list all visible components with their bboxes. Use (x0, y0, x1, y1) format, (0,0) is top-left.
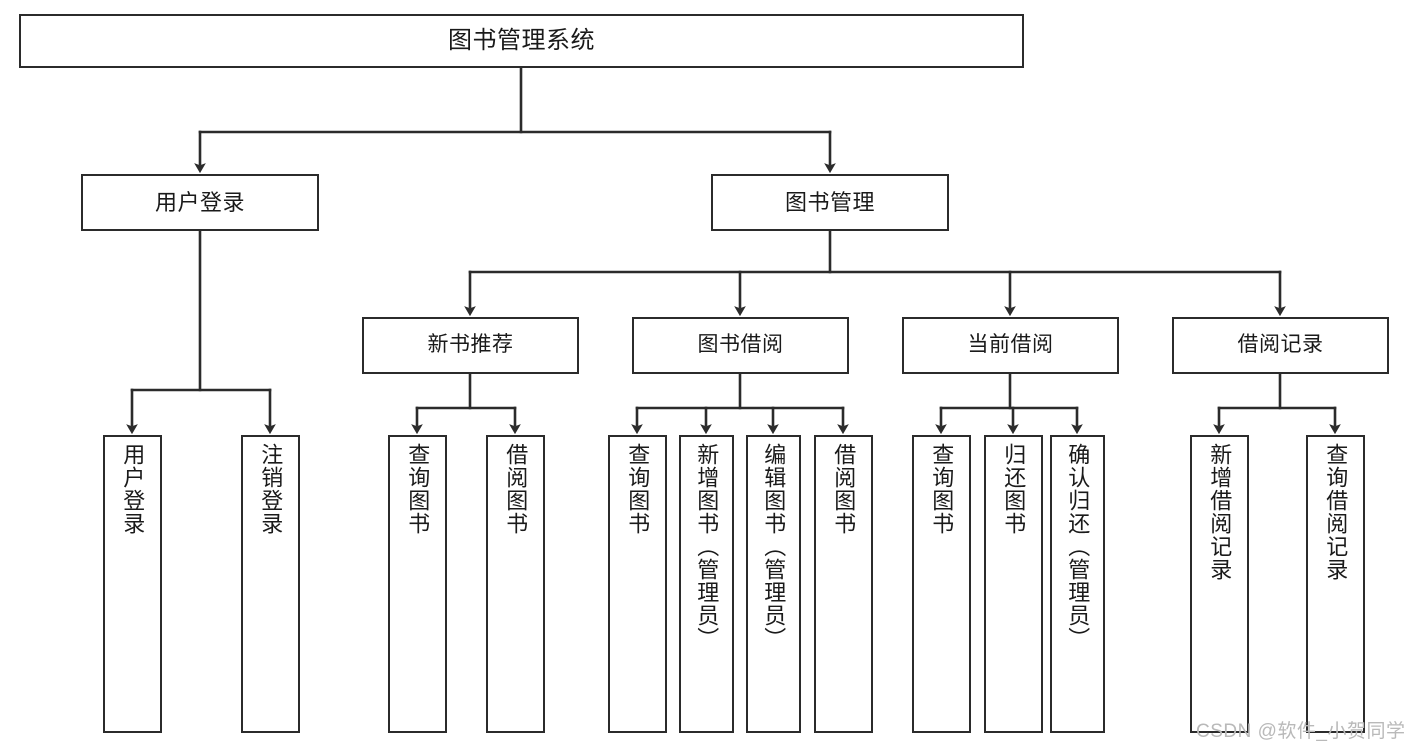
node-leaf-return-book[interactable]: 归还图书 (984, 435, 1043, 733)
node-leaf-query-book-br-label: 查询图书 (625, 443, 651, 535)
node-leaf-return-book-label: 归还图书 (1001, 443, 1027, 535)
node-borrow-record[interactable]: 借阅记录 (1172, 317, 1389, 374)
node-leaf-add-borrow-record[interactable]: 新增借阅记录 (1190, 435, 1249, 733)
node-leaf-user-login-label: 用户登录 (120, 443, 146, 535)
node-leaf-logout-login-label: 注销登录 (258, 443, 284, 535)
node-leaf-user-login[interactable]: 用户登录 (103, 435, 162, 733)
node-root[interactable]: 图书管理系统 (19, 14, 1024, 68)
node-leaf-confirm-return[interactable]: 确认归还（管理员） (1050, 435, 1105, 733)
node-leaf-borrow-book-rec[interactable]: 借阅图书 (486, 435, 545, 733)
node-leaf-borrow-book-br-label: 借阅图书 (831, 443, 857, 535)
node-book-manage-label: 图书管理 (784, 189, 875, 215)
csdn-watermark: CSDN @软件_小贺同学 (1196, 721, 1405, 742)
node-book-manage[interactable]: 图书管理 (711, 174, 949, 231)
node-user-login[interactable]: 用户登录 (81, 174, 319, 231)
node-leaf-borrow-book-rec-label: 借阅图书 (503, 443, 529, 535)
node-leaf-query-book-br[interactable]: 查询图书 (608, 435, 667, 733)
node-leaf-confirm-return-label: 确认归还（管理员） (1065, 443, 1091, 650)
node-leaf-query-book-rec-label: 查询图书 (405, 443, 431, 535)
node-leaf-query-borrow-record[interactable]: 查询借阅记录 (1306, 435, 1365, 733)
node-leaf-logout-login[interactable]: 注销登录 (241, 435, 300, 733)
node-leaf-borrow-book-br[interactable]: 借阅图书 (814, 435, 873, 733)
node-borrow-record-label: 借阅记录 (1237, 333, 1324, 357)
node-leaf-add-borrow-record-label: 新增借阅记录 (1207, 443, 1233, 581)
node-new-book-recommend[interactable]: 新书推荐 (362, 317, 579, 374)
node-leaf-query-book-rec[interactable]: 查询图书 (388, 435, 447, 733)
node-leaf-add-book-admin[interactable]: 新增图书（管理员） (679, 435, 734, 733)
node-new-book-recommend-label: 新书推荐 (427, 333, 514, 357)
node-leaf-edit-book-admin-label: 编辑图书（管理员） (761, 443, 787, 650)
node-book-borrow-label: 图书借阅 (697, 333, 784, 357)
node-leaf-edit-book-admin[interactable]: 编辑图书（管理员） (746, 435, 801, 733)
node-book-borrow[interactable]: 图书借阅 (632, 317, 849, 374)
node-leaf-query-book-cb-label: 查询图书 (929, 443, 955, 535)
node-root-label: 图书管理系统 (448, 26, 595, 54)
node-leaf-query-book-cb[interactable]: 查询图书 (912, 435, 971, 733)
node-user-login-label: 用户登录 (154, 189, 245, 215)
node-leaf-add-book-admin-label: 新增图书（管理员） (694, 443, 720, 650)
node-current-borrow-label: 当前借阅 (967, 333, 1054, 357)
node-current-borrow[interactable]: 当前借阅 (902, 317, 1119, 374)
node-leaf-query-borrow-record-label: 查询借阅记录 (1323, 443, 1349, 581)
